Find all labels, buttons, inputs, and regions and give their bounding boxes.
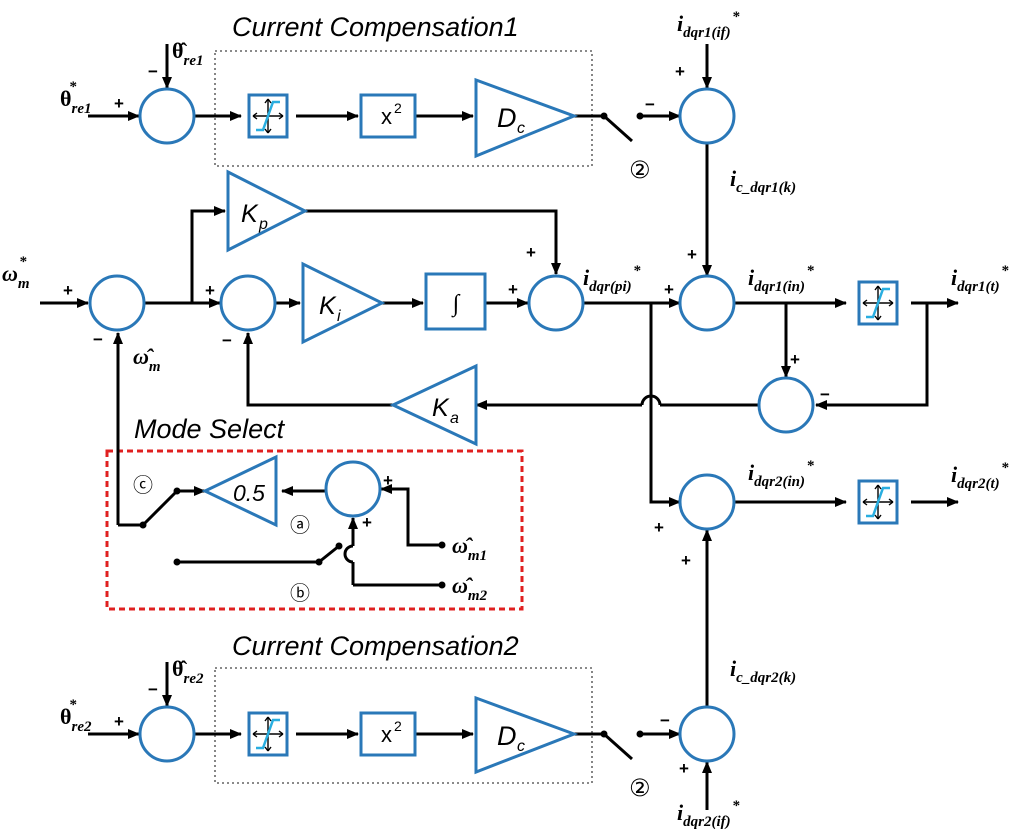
sign: + bbox=[664, 280, 674, 299]
sign: − bbox=[93, 330, 103, 349]
sign: + bbox=[675, 62, 685, 81]
sign: + bbox=[383, 471, 393, 490]
sum-theta1 bbox=[138, 87, 196, 145]
sign: − bbox=[148, 62, 158, 81]
label-omega-hat-m2: ω̂m2 bbox=[452, 573, 488, 604]
sum-theta2 bbox=[138, 705, 196, 763]
dc-gain-sub: c bbox=[517, 120, 525, 137]
kp-gain bbox=[226, 169, 309, 253]
half-gain bbox=[201, 454, 278, 528]
kp-gain-sub: p bbox=[258, 216, 268, 233]
sign: − bbox=[645, 95, 655, 114]
comp1-title: Current Compensation1 bbox=[232, 12, 519, 42]
sum-integrator-in bbox=[219, 274, 277, 332]
sign: + bbox=[114, 94, 124, 113]
marker-two-comp1: ② bbox=[629, 157, 651, 184]
comp1-group-box bbox=[214, 50, 593, 167]
label-i-dqr2-t: idqr2(t)* bbox=[951, 460, 1009, 492]
ki-gain bbox=[301, 261, 386, 345]
label-theta-hat1: θ̂re1 bbox=[172, 38, 203, 69]
ka-gain-label: K bbox=[432, 394, 450, 422]
label-theta-ref2: θre2* bbox=[60, 697, 92, 735]
mode-select-title: Mode Select bbox=[134, 414, 286, 444]
sign: + bbox=[679, 759, 689, 778]
marker-a: ⓐ bbox=[290, 514, 310, 537]
label-omega-hat: ω̂m bbox=[133, 344, 161, 375]
label-i-c-dqr2: ic_dqr2(k) bbox=[730, 656, 796, 686]
label-theta-hat2: θ̂re2 bbox=[172, 656, 204, 687]
sum-comp2 bbox=[678, 705, 736, 763]
sign: + bbox=[681, 551, 691, 570]
sum-pi-out bbox=[527, 274, 585, 332]
square-block-comp1 bbox=[359, 93, 417, 139]
square-block-exp: 2 bbox=[394, 718, 402, 734]
square-block-comp2 bbox=[359, 711, 417, 757]
saturation-icon-comp1 bbox=[247, 93, 289, 139]
sign: − bbox=[222, 331, 232, 350]
sum-i-dqr2-in bbox=[678, 473, 736, 531]
dc-gain-sub: c bbox=[517, 738, 525, 755]
sum-mode-select bbox=[324, 460, 382, 518]
sign: + bbox=[526, 243, 536, 262]
sign: − bbox=[820, 385, 830, 404]
dc-gain-comp2 bbox=[474, 695, 579, 775]
sum-speed-error bbox=[88, 274, 146, 332]
kp-gain-label: K bbox=[241, 200, 259, 228]
sign: − bbox=[660, 711, 670, 730]
sum-anti-windup bbox=[757, 376, 815, 434]
label-i-c-dqr1: ic_dqr1(k) bbox=[730, 166, 796, 196]
mode-select-box bbox=[105, 449, 524, 611]
label-theta-ref1: θre1* bbox=[60, 79, 91, 117]
integrator-block bbox=[424, 272, 487, 331]
label-i-dqr1-in: idqr1(in)* bbox=[748, 263, 814, 295]
label-i-dqr2-if: idqr2(if)* bbox=[677, 798, 740, 830]
square-block-label: x bbox=[381, 104, 392, 129]
switch-dots bbox=[139, 112, 644, 738]
label-i-dqr1-t: idqr1(t)* bbox=[951, 263, 1009, 295]
sign: + bbox=[687, 245, 697, 264]
sign: + bbox=[790, 350, 800, 369]
sign: + bbox=[362, 513, 372, 532]
sign: + bbox=[508, 280, 518, 299]
junction-signs: − + − + + − − + + − + − + + + + + − + + … bbox=[63, 62, 830, 778]
square-block-label: x bbox=[381, 722, 392, 747]
label-i-dqr2-in: idqr2(in)* bbox=[748, 458, 814, 490]
sign: + bbox=[63, 281, 73, 300]
dc-gain-label: D bbox=[497, 721, 517, 751]
signal-labels: θre1* θ̂re1 θre2* θ̂re2 ωm* ω̂m ω̂m1 ω̂m… bbox=[2, 9, 1009, 830]
saturation-icon-out2 bbox=[857, 479, 899, 525]
wires bbox=[40, 44, 959, 810]
comp2-title: Current Compensation2 bbox=[232, 631, 519, 661]
markers: ② ② ⓒ ⓐ ⓑ bbox=[133, 157, 651, 802]
marker-two-comp2: ② bbox=[629, 775, 651, 802]
square-block-exp: 2 bbox=[394, 100, 402, 116]
sign: + bbox=[654, 518, 664, 537]
half-gain-label: 0.5 bbox=[233, 480, 265, 506]
saturation-icon-comp2 bbox=[247, 711, 289, 757]
label-omega-ref: ωm* bbox=[2, 254, 30, 292]
sign: − bbox=[148, 680, 158, 699]
ka-gain-sub: a bbox=[450, 410, 459, 427]
marker-c: ⓒ bbox=[133, 474, 153, 497]
label-i-dqr1-if: idqr1(if)* bbox=[677, 9, 740, 41]
label-omega-hat-m1: ω̂m1 bbox=[452, 533, 487, 564]
dc-gain-comp1 bbox=[474, 77, 579, 159]
ki-gain-label: K bbox=[319, 292, 337, 320]
sign: + bbox=[205, 281, 215, 300]
dc-gain-label: D bbox=[497, 103, 517, 133]
integrator-symbol: ∫ bbox=[451, 291, 461, 318]
sum-comp1 bbox=[678, 87, 736, 145]
saturation-icon-out1 bbox=[857, 280, 899, 326]
ki-gain-sub: i bbox=[337, 308, 341, 325]
sum-i-dqr1-in bbox=[678, 274, 736, 332]
sign: + bbox=[114, 712, 124, 731]
label-i-dqr-pi: idqr(pi)* bbox=[583, 263, 641, 295]
comp2-group-box bbox=[214, 667, 593, 784]
ka-gain bbox=[389, 363, 478, 447]
marker-b: ⓑ bbox=[290, 582, 310, 605]
